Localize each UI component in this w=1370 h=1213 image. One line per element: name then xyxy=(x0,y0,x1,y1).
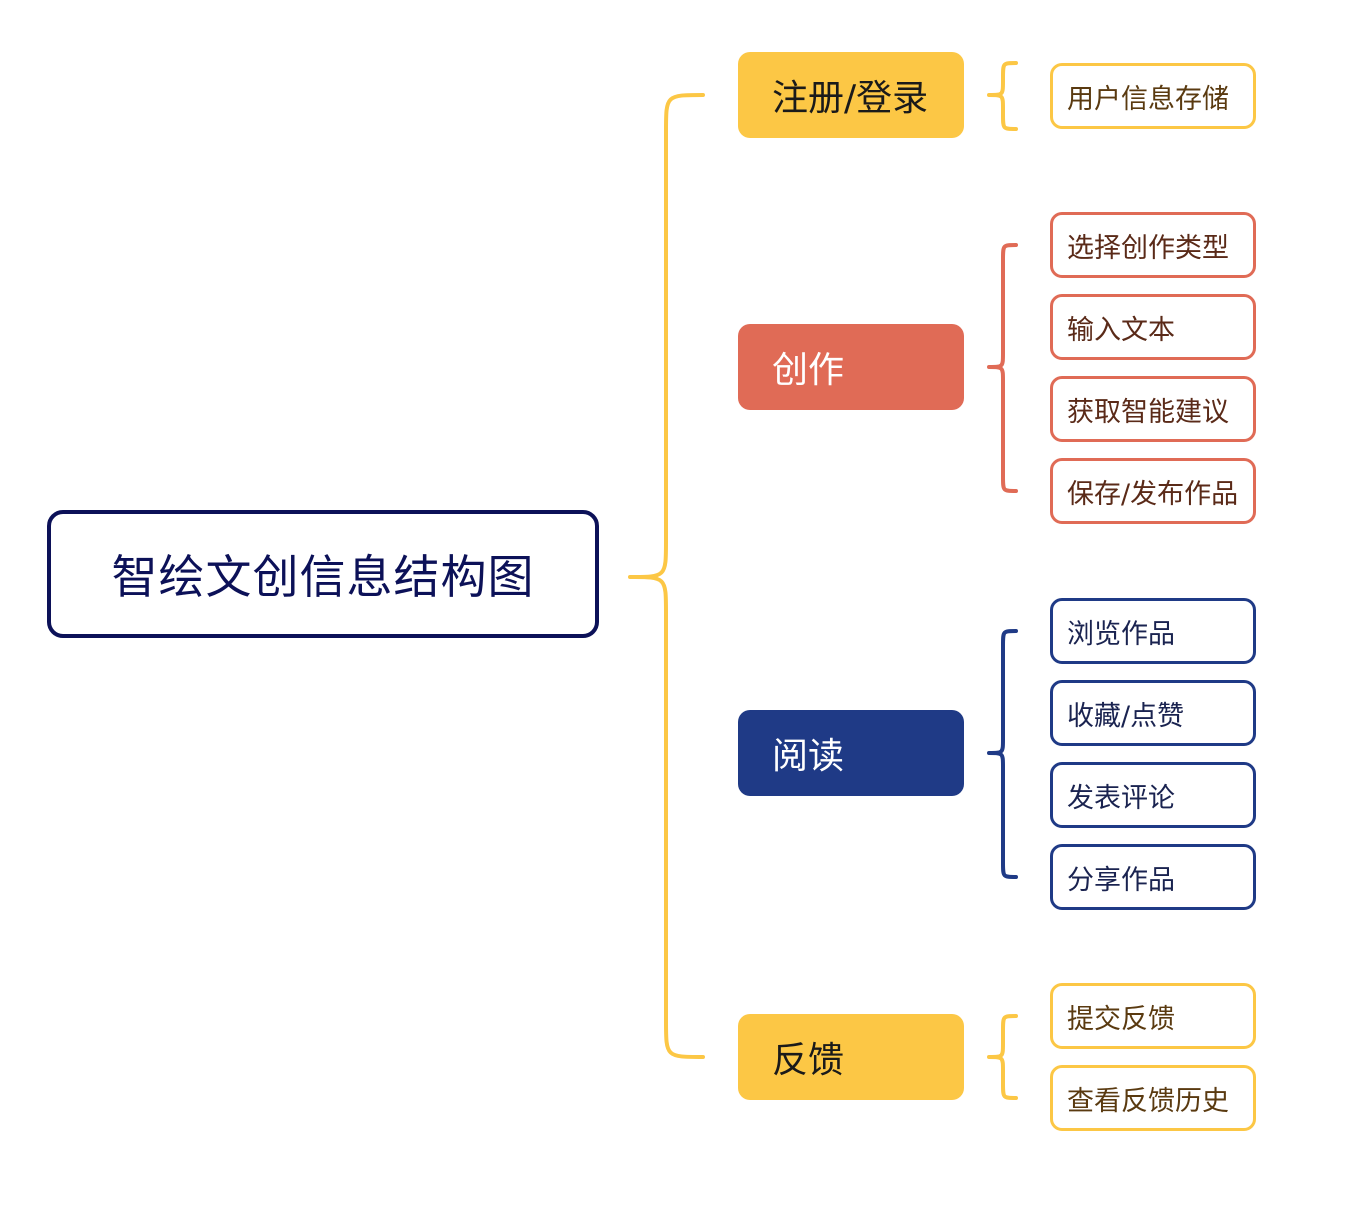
leaf-label: 获取智能建议 xyxy=(1067,396,1229,428)
branch-node-3[interactable]: 阅读 xyxy=(738,710,964,796)
branch-node-2[interactable]: 创作 xyxy=(738,324,964,410)
leaf-node[interactable]: 查看反馈历史 xyxy=(1050,1065,1256,1131)
leaf-label: 分享作品 xyxy=(1067,864,1175,896)
child-brace-1 xyxy=(987,61,1018,131)
leaf-node[interactable]: 分享作品 xyxy=(1050,844,1256,910)
leaf-label: 用户信息存储 xyxy=(1067,83,1229,115)
child-brace-2 xyxy=(987,243,1018,493)
leaf-node[interactable]: 提交反馈 xyxy=(1050,983,1256,1049)
branch-label: 阅读 xyxy=(772,736,845,777)
branch-node-4[interactable]: 反馈 xyxy=(738,1014,964,1100)
branch-label: 创作 xyxy=(772,350,845,391)
leaf-label: 发表评论 xyxy=(1067,782,1175,814)
leaf-label: 选择创作类型 xyxy=(1067,232,1229,264)
leaf-label: 保存/发布作品 xyxy=(1067,478,1239,510)
leaf-label: 输入文本 xyxy=(1067,314,1175,346)
branch-label: 反馈 xyxy=(772,1040,845,1081)
root-node[interactable]: 智绘文创信息结构图 xyxy=(47,510,599,638)
leaf-node[interactable]: 发表评论 xyxy=(1050,762,1256,828)
leaf-label: 浏览作品 xyxy=(1067,618,1175,650)
branch-label: 注册/登录 xyxy=(772,78,929,119)
branch-node-1[interactable]: 注册/登录 xyxy=(738,52,964,138)
leaf-label: 提交反馈 xyxy=(1067,1003,1175,1035)
main-brace xyxy=(628,93,705,1059)
leaf-node[interactable]: 选择创作类型 xyxy=(1050,212,1256,278)
root-label: 智绘文创信息结构图 xyxy=(111,550,535,604)
leaf-node[interactable]: 浏览作品 xyxy=(1050,598,1256,664)
child-brace-3 xyxy=(987,629,1018,879)
leaf-node[interactable]: 获取智能建议 xyxy=(1050,376,1256,442)
leaf-label: 收藏/点赞 xyxy=(1067,700,1185,732)
leaf-node[interactable]: 收藏/点赞 xyxy=(1050,680,1256,746)
leaf-node[interactable]: 保存/发布作品 xyxy=(1050,458,1256,524)
leaf-label: 查看反馈历史 xyxy=(1067,1085,1229,1117)
child-brace-4 xyxy=(987,1014,1018,1100)
leaf-node[interactable]: 用户信息存储 xyxy=(1050,63,1256,129)
leaf-node[interactable]: 输入文本 xyxy=(1050,294,1256,360)
